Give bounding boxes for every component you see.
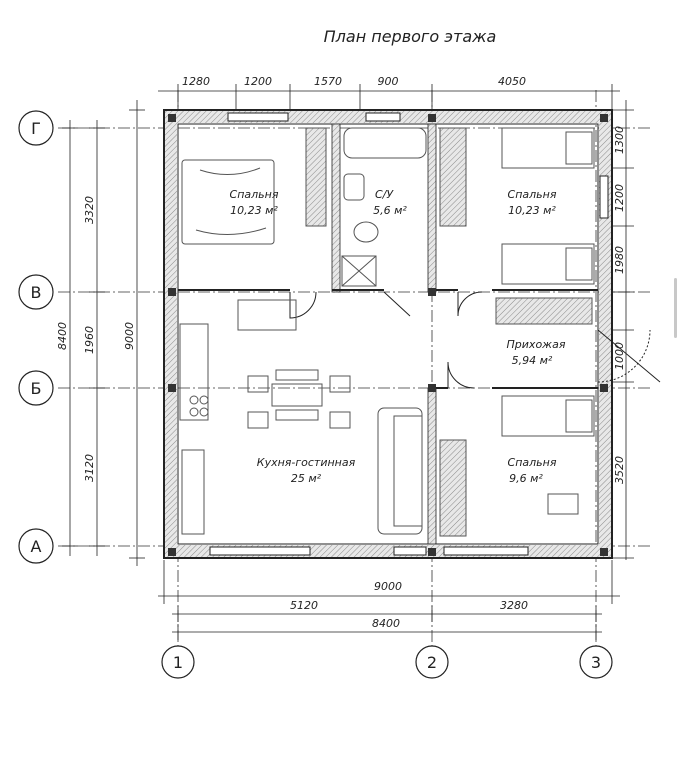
kitchen-counter-icon [179,323,209,421]
plan-title: План первого этажа [324,27,497,46]
wardrobe-icon [495,297,593,325]
room-name: Прихожая [507,338,566,351]
dimension-label: 9000 [123,322,136,350]
axis-marker-label: Б [31,379,42,398]
room-area: 10,23 м² [230,204,278,217]
dimension-label: 1570 [314,75,342,88]
cabinet-icon [237,299,297,331]
dimension-label: 1000 [613,342,626,370]
room-area: 5,6 м² [373,204,407,217]
axis-marker-label: 1 [173,653,183,672]
bed-icon [181,159,275,245]
wardrobe-icon [305,127,327,227]
doors [289,291,661,389]
dimension-label: 3520 [613,456,626,484]
axis-marker-label: 2 [427,653,437,672]
scrollbar[interactable] [674,278,677,338]
axis-marker-label: А [31,537,42,556]
toilet-icon [353,221,379,243]
room-name: Спальня [230,188,279,201]
room-name: Спальня [508,188,557,201]
wardrobe-icon [439,127,467,227]
axis-marker-label: Г [31,119,41,138]
room-name: С/У [375,188,394,201]
room-labels: Спальня 10,23 м² С/У 5,6 м² Спальня 10,2… [230,188,566,485]
left-dimension-labels: 8400 3320 1960 3120 9000 [56,196,136,482]
dimension-label: 5120 [290,599,318,612]
dimension-label: 1300 [613,126,626,154]
bed-icon [501,243,595,285]
dimension-label: 3280 [500,599,528,612]
room-area: 9,6 м² [509,472,543,485]
dimension-label: 3320 [83,196,96,224]
sink-icon [343,173,365,201]
room-area: 10,23 м² [508,204,556,217]
room-name: Спальня [508,456,557,469]
dimension-label: 900 [378,75,399,88]
wardrobe-icon [439,439,467,537]
dimension-label: 8400 [372,617,400,630]
left-dimension-chains [62,100,145,566]
axis-grid-lines [58,90,650,660]
bed-icon [501,127,595,169]
dimension-label: 1280 [182,75,210,88]
dimension-label: 1960 [83,326,96,354]
dimension-label: 1200 [613,184,626,212]
room-area: 5,94 м² [512,354,553,367]
right-dimension-chain [612,100,634,560]
axis-marker-label: 3 [591,653,601,672]
furniture [179,127,595,537]
column-axis-markers: 1 2 3 [161,645,613,679]
sofa-icon [377,407,423,535]
sideboard-icon [181,449,205,535]
shower-icon [341,255,377,287]
bathtub-icon [343,127,427,159]
room-name: Кухня-гостинная [257,456,356,469]
row-axis-markers: Г В Б А [18,110,54,564]
right-dimension-labels: 1300 1200 1980 1000 3520 [613,126,626,484]
desk-chair-icon [547,493,579,515]
axis-marker-label: В [31,283,42,302]
bottom-dimension-chains [158,560,620,640]
room-area: 25 м² [291,472,322,485]
dimension-label: 9000 [374,580,402,593]
dimension-label: 3120 [83,454,96,482]
top-dimension-chain [158,84,620,110]
dimension-label: 1980 [613,246,626,274]
dining-table-icon [271,383,323,407]
walls [163,109,613,559]
windows [209,112,609,556]
top-dimension-labels: 1280 1200 1570 900 4050 [182,75,526,88]
bottom-dimension-labels: 9000 5120 3280 8400 [290,580,528,630]
dimension-label: 1200 [244,75,272,88]
dimension-label: 8400 [56,322,69,350]
dimension-label: 4050 [498,75,526,88]
bed-icon [501,395,595,437]
